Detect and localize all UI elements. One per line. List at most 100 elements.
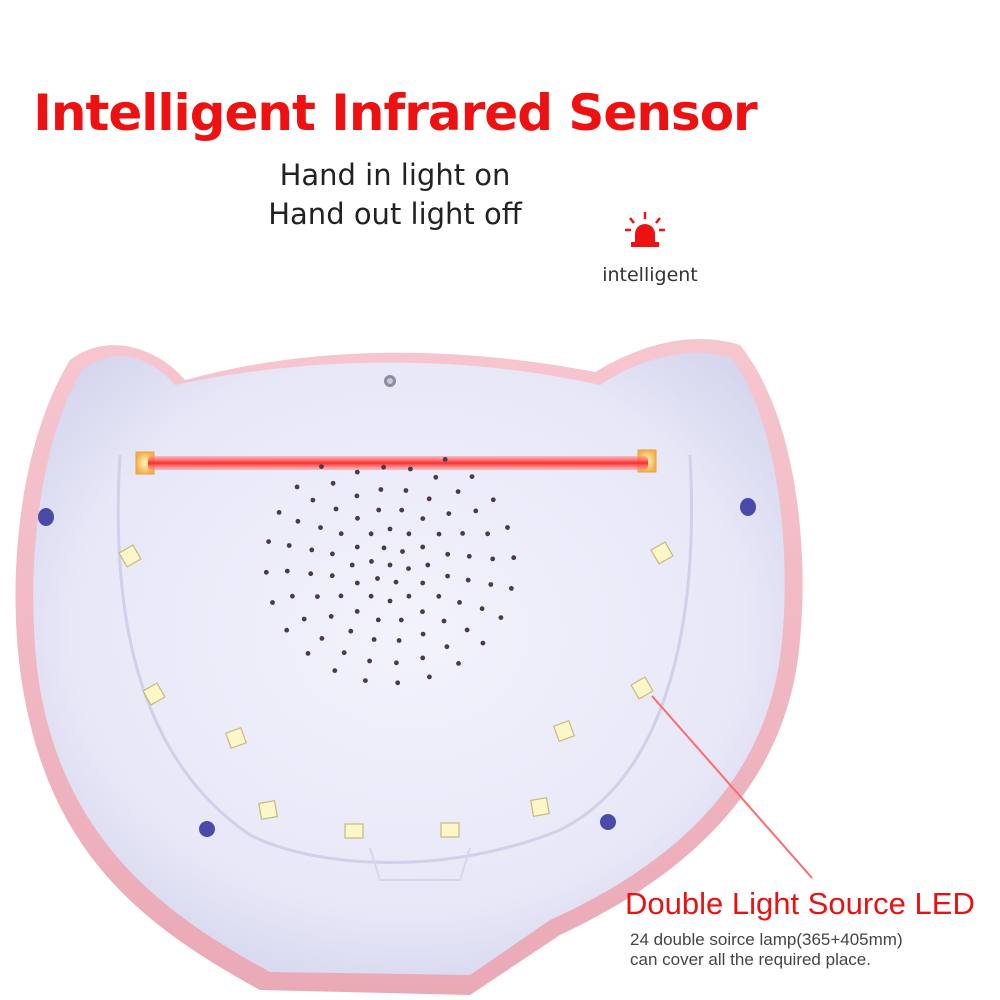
vent-hole xyxy=(354,493,360,499)
vent-hole xyxy=(318,525,323,530)
vent-hole xyxy=(295,518,301,524)
vent-hole xyxy=(330,551,335,557)
vent-hole xyxy=(395,680,401,686)
mounting-holes xyxy=(38,498,756,837)
vent-hole xyxy=(354,580,360,586)
vent-hole xyxy=(363,678,368,683)
lamp-front-notch xyxy=(369,847,471,881)
vent-hole xyxy=(368,531,374,537)
feature-description-line-2: can cover all the required place. xyxy=(630,950,871,969)
led-array xyxy=(118,541,674,839)
vent-hole xyxy=(315,594,320,599)
vent-hole xyxy=(400,549,405,554)
vent-hole xyxy=(436,531,442,537)
vent-hole xyxy=(466,553,472,559)
vent-hole xyxy=(284,568,290,574)
vent-hole xyxy=(457,600,462,605)
vent-hole xyxy=(485,531,490,537)
vent-hole xyxy=(427,674,432,680)
vent-hole xyxy=(480,640,486,646)
vent-hole xyxy=(433,474,439,480)
vent-hole xyxy=(341,650,347,656)
vent-hole xyxy=(488,582,494,587)
vent-hole xyxy=(406,531,412,537)
vent-hole xyxy=(420,655,426,661)
vent-hole xyxy=(266,539,271,544)
vent-hole xyxy=(420,544,426,550)
vent-hole xyxy=(328,614,334,619)
vent-hole xyxy=(490,556,496,562)
feature-title: Double Light Source LED xyxy=(625,886,975,921)
vent-hole xyxy=(301,616,307,622)
vent-hole xyxy=(330,480,336,486)
vent-hole xyxy=(381,464,386,470)
vent-hole xyxy=(511,555,517,561)
vent-hole xyxy=(406,566,411,571)
vent-hole xyxy=(479,606,485,612)
vent-hole xyxy=(387,562,393,568)
vent-hole xyxy=(349,562,355,568)
vent-hole xyxy=(446,511,452,516)
vent-hole xyxy=(498,615,504,620)
vent-hole xyxy=(309,547,315,553)
vent-hole xyxy=(436,593,442,599)
vent-hole xyxy=(333,506,339,512)
vent-hole xyxy=(398,617,404,623)
vent-hole xyxy=(376,507,382,513)
vent-hole xyxy=(490,497,496,503)
vent-hole xyxy=(319,464,324,469)
vent-hole xyxy=(396,638,402,643)
vent-hole xyxy=(445,573,450,579)
vent-hole xyxy=(387,598,393,604)
vent-hole xyxy=(445,551,451,557)
vent-hole xyxy=(403,488,409,493)
feature-description-line-1: 24 double soirce lamp(365+405mm) xyxy=(630,930,903,949)
vent-hole xyxy=(371,637,377,642)
vent-hole xyxy=(441,618,447,624)
vent-hole xyxy=(367,658,372,664)
vent-hole xyxy=(387,526,393,532)
headline: Intelligent Infrared Sensor xyxy=(33,84,757,142)
vent-hole xyxy=(354,469,360,475)
vent-hole xyxy=(375,576,380,581)
vent-hole xyxy=(456,661,461,666)
vent-hole xyxy=(329,573,335,579)
vent-hole xyxy=(394,660,399,666)
vent-hole xyxy=(270,600,275,605)
alarm-siren-icon xyxy=(625,212,665,247)
vent-hole xyxy=(509,586,514,591)
vent-hole xyxy=(406,593,412,599)
vent-hole xyxy=(465,577,471,583)
badge-label: intelligent xyxy=(602,264,698,286)
vent-hole xyxy=(348,628,354,634)
vent-hole xyxy=(408,466,413,472)
vent-hole xyxy=(455,489,461,494)
vent-hole xyxy=(294,484,300,490)
callout-line xyxy=(651,695,813,879)
vent-hole xyxy=(375,617,381,623)
vent-hole xyxy=(286,543,292,548)
vent-hole xyxy=(442,457,448,462)
vent-hole xyxy=(338,593,344,599)
vent-hole xyxy=(368,593,374,599)
vent-hole xyxy=(354,544,360,550)
vent-hole xyxy=(464,627,470,633)
lamp-interior xyxy=(33,352,785,976)
vent-hole xyxy=(393,579,399,585)
vent-hole xyxy=(505,525,510,530)
subtitle-line-1: Hand in light on xyxy=(279,158,511,192)
vent-hole xyxy=(444,644,450,650)
vent-hole xyxy=(381,545,387,551)
vent-hole xyxy=(332,668,338,673)
lamp-tray-edge xyxy=(116,454,693,864)
vent-hole xyxy=(305,651,311,656)
vent-hole xyxy=(308,571,314,577)
vent-hole xyxy=(420,609,425,615)
vent-hole xyxy=(263,569,269,575)
vent-hole xyxy=(425,562,431,568)
vent-hole xyxy=(369,559,374,564)
vent-hole xyxy=(399,507,405,513)
vent-hole xyxy=(319,636,325,641)
